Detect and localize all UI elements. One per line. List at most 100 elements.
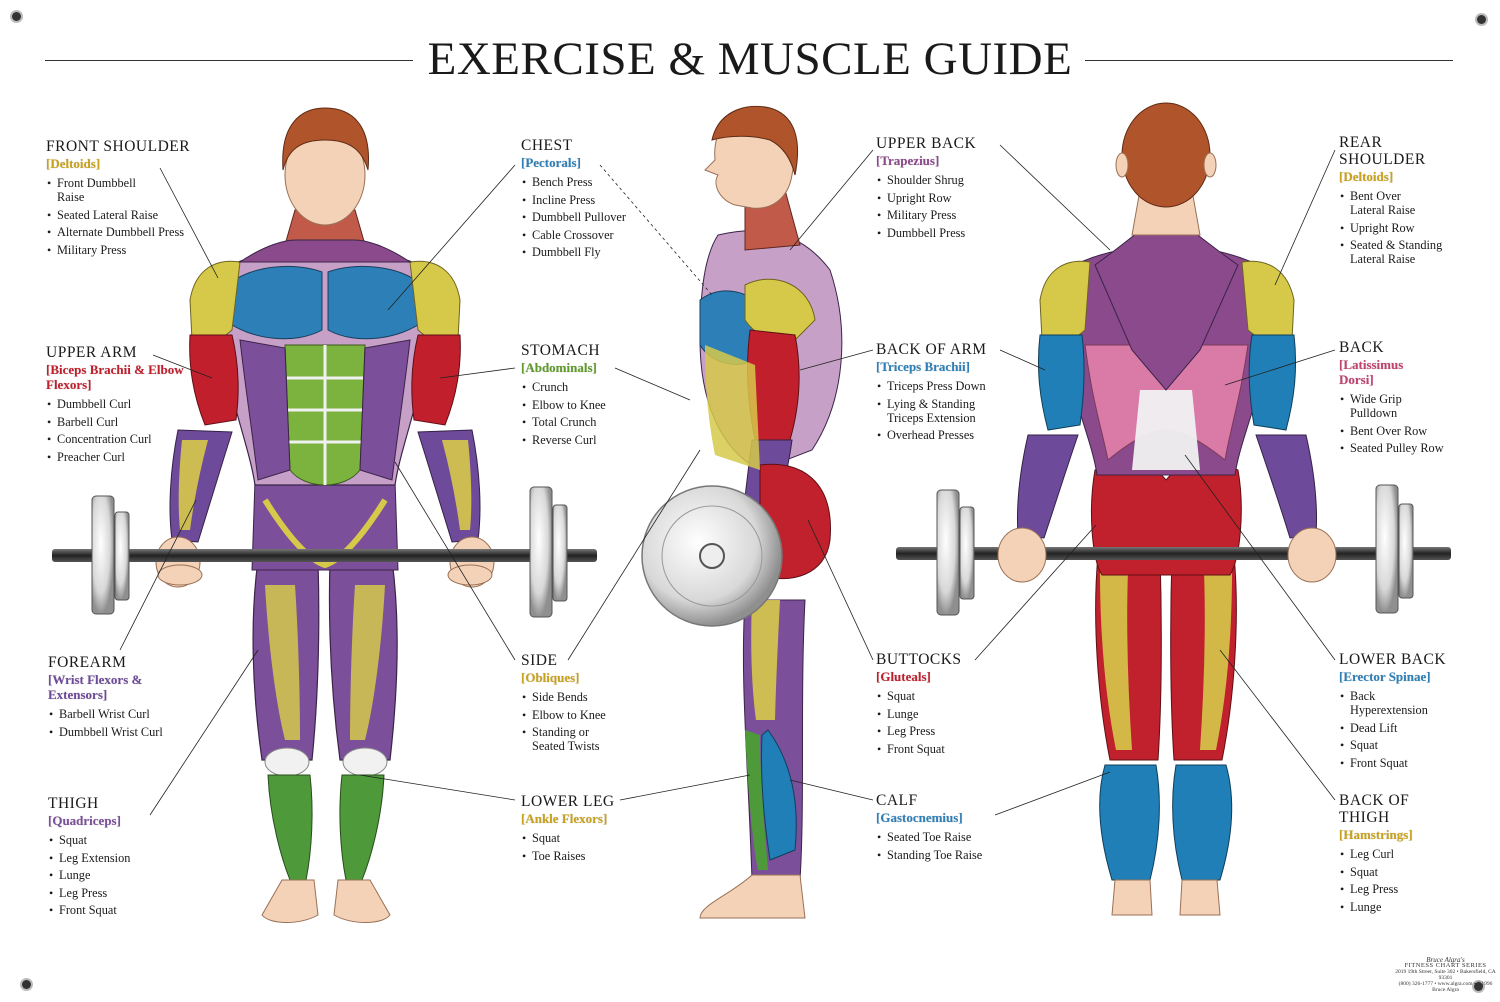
leader-stomach-side	[614, 367, 691, 401]
imprint-series: FITNESS CHART SERIES	[1404, 962, 1487, 969]
back-plate-left-inner	[959, 506, 975, 600]
front-right-upper-arm	[411, 334, 461, 426]
label-upper-back: UPPER BACK [Trapezius] Shoulder Shrug Up…	[876, 135, 1001, 243]
exercise-item: Lunge	[877, 707, 986, 721]
exercise-item: Squat	[877, 689, 986, 703]
exercise-item: Seated Lateral Raise	[47, 208, 211, 222]
back-figure	[896, 102, 1451, 916]
exercise-item: Back Hyperextension	[1340, 689, 1445, 717]
exercise-list: Bent Over Lateral Raise Upright Row Seat…	[1339, 189, 1470, 266]
leader-thigh	[149, 649, 259, 816]
back-right-forearm	[1255, 434, 1318, 539]
leader-lower-leg	[359, 774, 516, 801]
label-calf: CALF [Gastocnemius] Seated Toe Raise Sta…	[876, 792, 1001, 865]
leader-calf-back	[994, 771, 1111, 816]
back-left-calf	[1099, 764, 1160, 881]
back-barbell-bar	[896, 547, 1451, 560]
label-heading: CALF	[876, 792, 918, 809]
label-muscle: [Gluteals]	[876, 669, 931, 684]
front-right-oblique	[359, 339, 411, 481]
leader-front-shoulder	[159, 167, 219, 279]
exercise-item: Crunch	[522, 380, 631, 394]
front-plate-left-outer	[91, 495, 115, 615]
label-muscle: [Trapezius]	[876, 153, 940, 168]
exercise-item: Triceps Press Down	[877, 379, 1006, 393]
label-heading: STOMACH	[521, 342, 601, 359]
leader-chest-side	[599, 164, 713, 296]
leader-buttocks	[807, 519, 874, 661]
exercise-list: Squat Lunge Leg Press Front Squat	[876, 689, 986, 756]
exercise-item: Elbow to Knee	[522, 708, 621, 722]
back-plate-left-outer	[936, 489, 960, 616]
label-muscle: [Gastocnemius]	[876, 810, 963, 825]
exercise-item: Lying & Standing Triceps Extension	[877, 397, 999, 425]
label-heading: FOREARM	[48, 654, 127, 671]
exercise-list: Dumbbell Curl Barbell Curl Concentration…	[46, 397, 186, 464]
exercise-item: Lunge	[1340, 900, 1419, 914]
grommet-bottom-right	[1474, 982, 1483, 991]
label-muscle: [Wrist Flexors & Extensors]	[48, 672, 143, 702]
exercise-item: Leg Extension	[49, 851, 168, 865]
leader-side-side	[567, 449, 701, 661]
back-left-thigh-highlight	[1100, 570, 1132, 750]
back-left-forearm	[1016, 434, 1079, 539]
back-right-upper-arm	[1248, 334, 1297, 431]
label-muscle: [Erector Spinae]	[1339, 669, 1431, 684]
back-right-thigh-highlight	[1200, 570, 1232, 750]
side-hair	[711, 105, 798, 176]
leader-upper-back-back	[999, 144, 1111, 251]
back-left-deltoid	[1039, 260, 1091, 346]
label-heading: BACK	[1339, 339, 1385, 356]
label-muscle: [Hamstrings]	[1339, 827, 1413, 842]
back-left-ear	[1115, 152, 1129, 178]
exercise-item: Seated & Standing Lateral Raise	[1340, 238, 1458, 266]
front-left-oblique	[239, 339, 291, 481]
exercise-item: Bench Press	[522, 175, 646, 189]
front-right-fingers	[447, 564, 493, 586]
label-muscle: [Ankle Flexors]	[521, 811, 608, 826]
exercise-list: Leg Curl Squat Leg Press Lunge	[1339, 847, 1419, 914]
front-left-foot	[261, 879, 319, 923]
side-figure	[641, 105, 843, 919]
exercise-item: Preacher Curl	[47, 450, 186, 464]
label-heading: UPPER ARM	[46, 344, 138, 361]
side-oblique	[705, 345, 760, 470]
back-head	[1121, 102, 1211, 208]
side-thigh-highlight	[751, 600, 780, 720]
exercise-item: Standing Toe Raise	[877, 848, 1001, 862]
front-left-fingers	[157, 564, 203, 586]
label-muscle: [Quadriceps]	[48, 813, 121, 828]
front-trapezius	[238, 239, 412, 263]
leader-upper-back	[789, 149, 874, 251]
label-muscle: [Latissimus Dorsi]	[1339, 357, 1404, 387]
front-left-forearm-highlight	[178, 440, 208, 530]
front-left-knee	[264, 747, 310, 777]
exercise-item: Front Squat	[877, 742, 986, 756]
exercise-list: Barbell Wrist Curl Dumbbell Wrist Curl	[48, 707, 183, 739]
label-heading: BACK OF THIGH	[1339, 792, 1410, 826]
title-rule-left	[45, 60, 413, 61]
label-muscle: [Deltoids]	[46, 156, 101, 171]
exercise-item: Military Press	[47, 243, 211, 257]
leader-side	[394, 461, 516, 661]
label-buttocks: BUTTOCKS [Gluteals] Squat Lunge Leg Pres…	[876, 651, 986, 759]
label-muscle: [Pectorals]	[521, 155, 581, 170]
back-lower-back	[1132, 390, 1200, 470]
exercise-list: Triceps Press Down Lying & Standing Tric…	[876, 379, 1006, 442]
grommet-top-left	[12, 12, 21, 21]
front-left-quad-highlight	[265, 585, 300, 740]
back-plate-right-inner	[1398, 503, 1414, 599]
front-right-shin	[339, 774, 385, 881]
label-muscle: [Deltoids]	[1339, 169, 1394, 184]
exercise-list: Wide Grip Pulldown Bent Over Row Seated …	[1339, 392, 1464, 455]
front-groin-band	[262, 498, 388, 569]
front-right-pectoral	[327, 265, 426, 340]
back-left-upper-arm	[1037, 334, 1085, 431]
side-foot	[699, 874, 806, 919]
label-heading: LOWER LEG	[521, 793, 615, 810]
exercise-item: Barbell Wrist Curl	[49, 707, 183, 721]
side-calf	[760, 729, 797, 861]
exercise-item: Shoulder Shrug	[877, 173, 1001, 187]
imprint-contact: (800) 326-1777 • www.algra.com • ©1996 B…	[1398, 981, 1493, 993]
